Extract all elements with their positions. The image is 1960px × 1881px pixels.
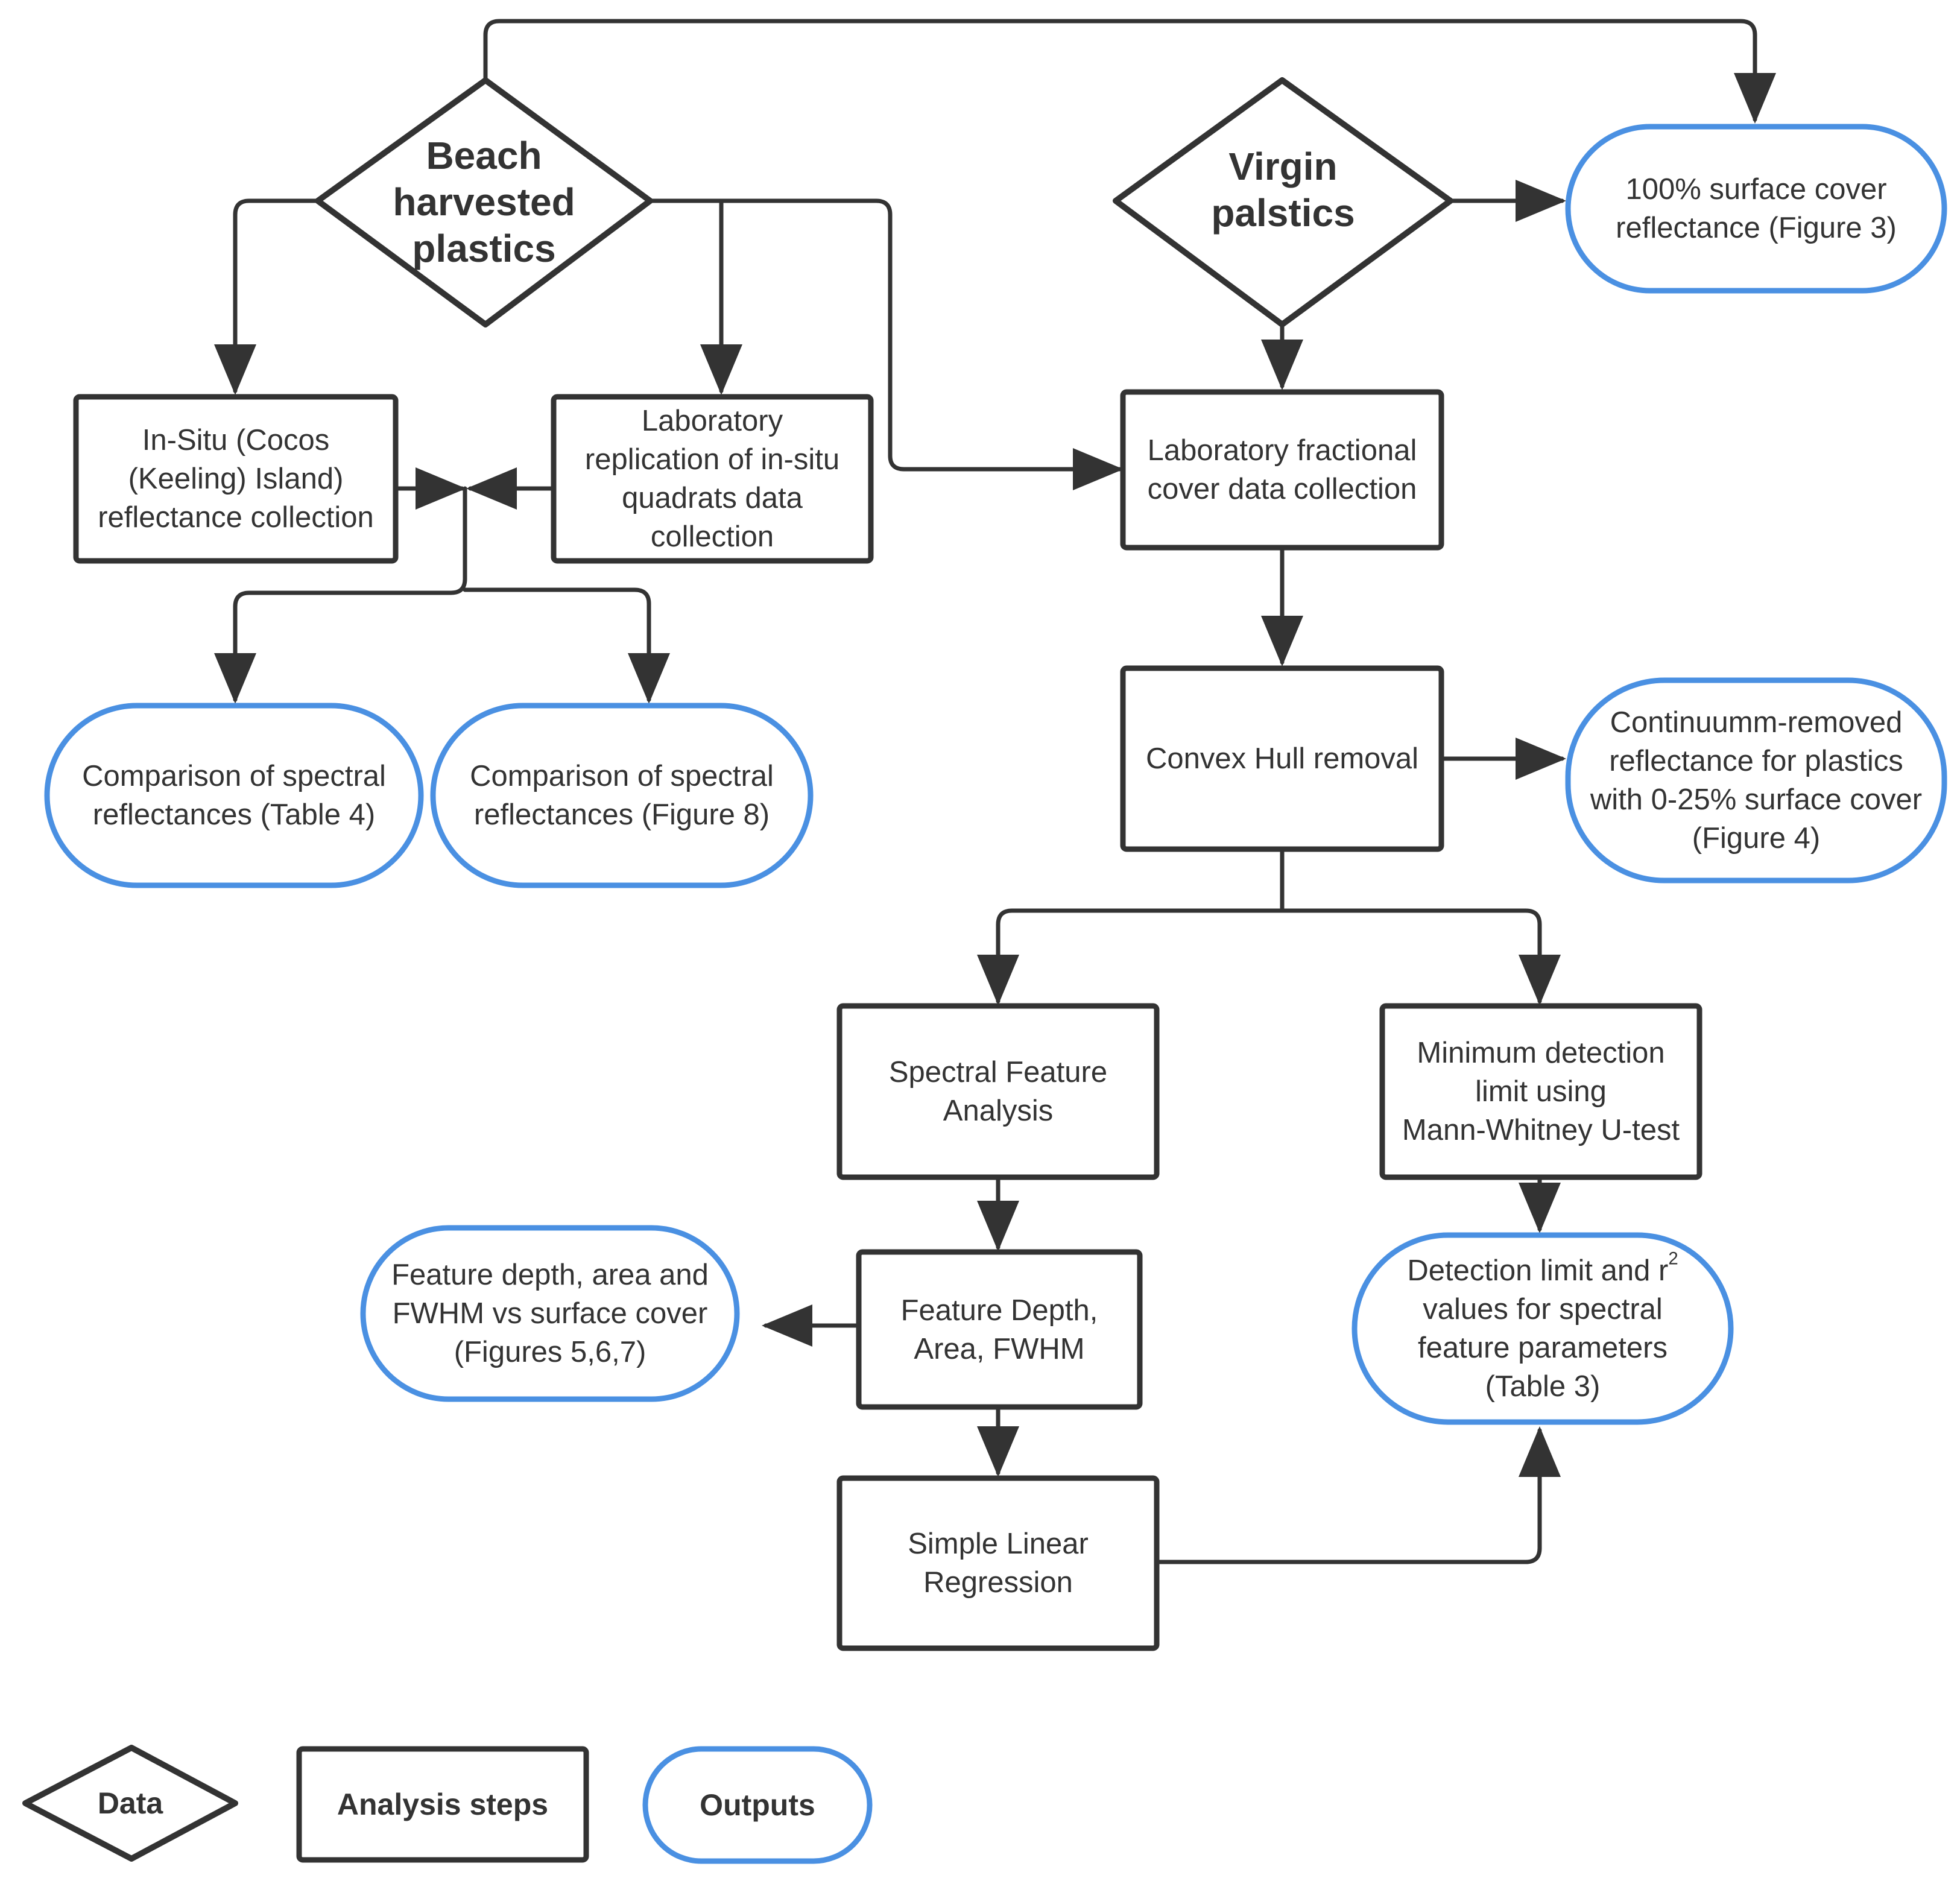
spectral-feature-box	[836, 1003, 1160, 1180]
virgin-plastics-text: Virgin palstics	[1211, 145, 1355, 235]
min-detection-box	[1379, 1003, 1702, 1180]
legend-analysis-box	[296, 1746, 589, 1863]
convex-hull-text: Convex Hull removal	[1145, 742, 1419, 775]
edge-beach-to-surface-cover	[483, 19, 1776, 124]
continuum-label: Continuumm-removed reflectance for plast…	[1568, 680, 1944, 880]
lab-fractional-label: Laboratory fractional cover data collect…	[1123, 392, 1441, 548]
insitu-label: In-Situ (Cocos (Keeling) Island) reflect…	[76, 397, 396, 561]
feature-vs-cover-label: Feature depth, area and FWHM vs surface …	[363, 1228, 737, 1399]
detection-limit-text-main: Detection limit and r	[1407, 1254, 1669, 1287]
regression-box	[836, 1475, 1160, 1651]
lab-fractional-box	[1120, 389, 1444, 551]
legend-data-diamond	[22, 1745, 238, 1862]
legend-outputs-text: Outputs	[700, 1788, 815, 1822]
surface-cover-output	[1565, 124, 1947, 294]
spectral-feature-text: Spectral Feature Analysis	[888, 1056, 1108, 1127]
convex-hull-label: Convex Hull removal	[1123, 668, 1441, 849]
surface-cover-label: 100% surface cover reflectance (Figure 3…	[1568, 127, 1944, 291]
feature-depth-label: Feature Depth, Area, FWHM	[859, 1252, 1140, 1407]
legend-analysis-label: Analysis steps	[299, 1749, 586, 1860]
legend-data-text: Data	[97, 1786, 163, 1820]
edge-beach-to-lab-replication	[648, 198, 742, 395]
detection-limit-output	[1351, 1232, 1734, 1425]
table4-label: Comparison of spectral reflectances (Tab…	[47, 706, 421, 885]
edge-beach-to-lab-fractional	[719, 198, 1124, 490]
figure8-output	[430, 703, 814, 888]
legend-data-label: Data	[25, 1748, 235, 1859]
virgin-plastics-diamond	[1113, 77, 1453, 327]
r-squared-superscript: 2	[1668, 1248, 1678, 1269]
virgin-plastics-label: Virgin palstics	[1116, 133, 1450, 247]
feature-depth-text: Feature Depth, Area, FWHM	[900, 1294, 1098, 1365]
beach-plastics-diamond	[315, 77, 653, 327]
edge-regression-to-detection-limit	[1155, 1426, 1561, 1564]
table4-output	[44, 703, 424, 888]
lab-replication-label: Laboratory replication of in-situ quadra…	[554, 397, 871, 561]
figure8-label: Comparison of spectral reflectances (Fig…	[433, 706, 811, 885]
detection-limit-text: Detection limit and r2 values for spectr…	[1407, 1248, 1678, 1406]
insitu-text: In-Situ (Cocos (Keeling) Island) reflect…	[98, 424, 374, 534]
legend-analysis-text: Analysis steps	[337, 1788, 549, 1821]
figure8-text: Comparison of spectral reflectances (Fig…	[470, 760, 774, 831]
edge-convex-hull-to-spectral-feature	[977, 847, 1285, 1005]
beach-plastics-text: Beach harvested plastics	[393, 134, 575, 270]
continuum-text: Continuumm-removed reflectance for plast…	[1590, 706, 1923, 855]
table4-text: Comparison of spectral reflectances (Tab…	[82, 760, 386, 831]
detection-limit-text-rest: values for spectral feature parameters (…	[1418, 1293, 1668, 1403]
legend-outputs-label: Outputs	[645, 1749, 870, 1861]
lab-fractional-text: Laboratory fractional cover data collect…	[1147, 434, 1417, 505]
min-detection-label: Minimum detection limit using Mann-Whitn…	[1382, 1006, 1699, 1177]
lab-replication-text: Laboratory replication of in-situ quadra…	[584, 405, 840, 553]
feature-depth-box	[856, 1249, 1143, 1410]
min-detection-text: Minimum detection limit using Mann-Whitn…	[1402, 1037, 1680, 1146]
regression-text: Simple Linear Regression	[908, 1528, 1089, 1599]
legend-outputs-box	[642, 1746, 873, 1864]
regression-label: Simple Linear Regression	[839, 1478, 1157, 1648]
convex-hull-box	[1120, 665, 1444, 852]
insitu-box	[73, 394, 399, 564]
edge-junction-to-figure8	[463, 587, 670, 704]
edge-junction-to-table4	[214, 486, 467, 704]
spectral-feature-label: Spectral Feature Analysis	[839, 1006, 1157, 1177]
lab-replication-box	[551, 394, 874, 564]
edge-convex-hull-to-min-detection	[1280, 908, 1561, 1005]
detection-limit-label: Detection limit and r2 values for spectr…	[1355, 1235, 1731, 1422]
feature-vs-cover-output	[360, 1225, 740, 1402]
continuum-output	[1565, 677, 1947, 884]
feature-vs-cover-text: Feature depth, area and FWHM vs surface …	[391, 1259, 709, 1368]
surface-cover-text: 100% surface cover reflectance (Figure 3…	[1616, 173, 1897, 244]
beach-plastics-label: Beach harvested plastics	[318, 80, 650, 324]
edge-beach-to-insitu	[214, 198, 320, 395]
